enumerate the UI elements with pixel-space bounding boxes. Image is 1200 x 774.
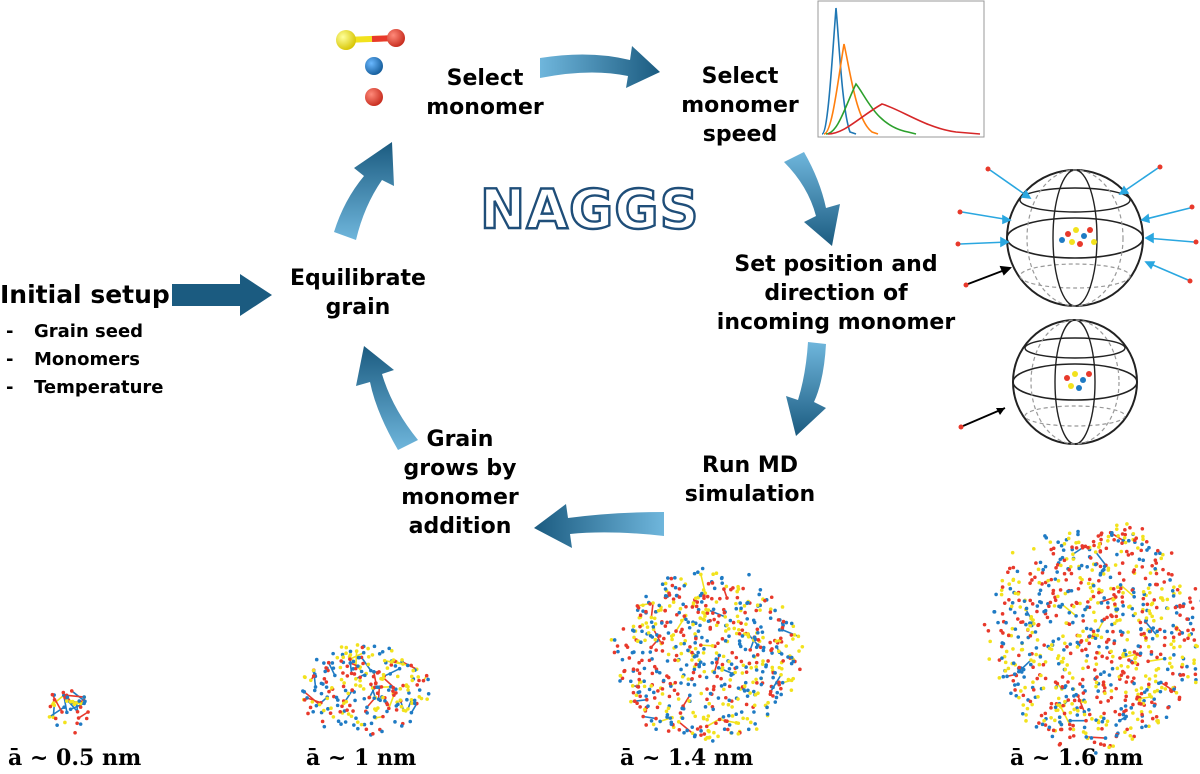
arrow-speed-to-position <box>784 152 840 246</box>
grain-cluster-4 <box>982 522 1200 755</box>
list-item: -Temperature <box>6 377 164 398</box>
sphere-grain-cluster <box>1059 227 1097 247</box>
grain-size-label-1: ā ~ 0.5 nm <box>8 745 142 771</box>
grain-cluster-3 <box>609 566 805 743</box>
arrow-md-to-grows <box>534 504 664 548</box>
arrow-position-to-md <box>786 342 826 436</box>
initial-setup-list: -Grain seed -Monomers -Temperature <box>6 318 163 402</box>
naggs-title: NAGGS <box>479 177 700 242</box>
grain-size-label-4: ā ~ 1.6 nm <box>1010 745 1144 771</box>
arrow-monomer-to-speed <box>540 46 660 88</box>
grain-cluster-1 <box>47 689 90 735</box>
list-item: -Grain seed <box>6 321 144 342</box>
grain-size-label-3: ā ~ 1.4 nm <box>620 745 754 771</box>
list-item: -Monomers <box>6 349 141 370</box>
sphere-single-icon <box>958 319 1138 445</box>
initial-setup-title: Initial setup <box>0 280 170 309</box>
sphere-injection-icon <box>955 164 1199 307</box>
arrow-grows-to-equilibrate <box>356 346 418 450</box>
arrow-equilibrate-to-monomer <box>334 142 394 240</box>
grain-cluster-2 <box>301 643 431 737</box>
speed-distribution-plot <box>817 0 985 138</box>
monomer-molecule-icon <box>336 29 405 106</box>
grain-size-label-2: ā ~ 1 nm <box>306 745 417 771</box>
arrow-initial-to-equilibrate <box>172 274 272 316</box>
